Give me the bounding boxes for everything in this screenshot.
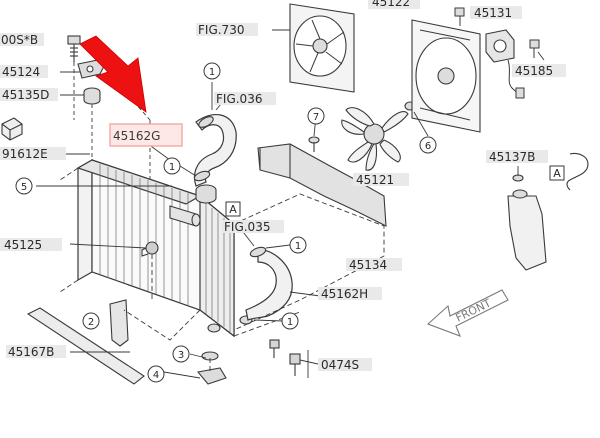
lower-bracket: [109, 299, 129, 347]
fig-label-035: FIG.035: [224, 220, 270, 234]
part-label-00s-b: 00S*B: [1, 33, 38, 47]
reservoir-tank: [507, 189, 547, 271]
callout-1-hose: 1: [169, 162, 175, 173]
fan-shroud-right: [411, 19, 481, 133]
bracket-part: [77, 59, 105, 79]
callout-1-bottom: 1: [287, 317, 293, 328]
callout-3: 3: [178, 350, 184, 361]
part-label-45125: 45125: [4, 238, 42, 252]
part-label-45162h: 45162H: [321, 287, 368, 301]
callout-2: 2: [88, 317, 94, 328]
part-label-45167b: 45167B: [8, 345, 54, 359]
clip-part: [1, 117, 23, 141]
bolts-0474s: [269, 339, 301, 376]
ref-a-left: A: [229, 203, 237, 216]
fig-label-036: FIG.036: [216, 92, 262, 106]
front-label: FRONT: [454, 296, 494, 324]
upper-outlet-pipe: [169, 205, 201, 227]
part-label-45124: 45124: [2, 65, 40, 79]
part-label-0474s: 0474S: [321, 358, 359, 372]
radiator-fins: [99, 164, 231, 332]
part-label-45185: 45185: [515, 64, 553, 78]
fan-shroud-center: [289, 3, 355, 93]
upper-hose: [193, 114, 237, 187]
leader-lines: [36, 29, 545, 379]
label-backgrounds: [0, 0, 566, 371]
callout-1-lower: 1: [295, 241, 301, 252]
lower-hose: [245, 249, 293, 321]
fan-motor: [485, 29, 515, 63]
part-label-45134: 45134: [349, 258, 387, 272]
ref-a-right: A: [553, 167, 561, 180]
cushion-part: [83, 87, 101, 105]
callout-6: 6: [425, 141, 431, 152]
callout-circles: [15, 62, 437, 383]
hose-clamp-lower: [249, 246, 267, 258]
callout-1-top: 1: [209, 67, 215, 78]
front-direction-arrow: [426, 289, 509, 337]
part-label-45137b: 45137B: [489, 150, 535, 164]
callout-7: 7: [313, 112, 319, 123]
callout-4: 4: [153, 370, 159, 381]
part-label-45131: 45131: [474, 6, 512, 20]
radiator-cap: [195, 184, 217, 204]
bolt-top-right: [454, 7, 540, 58]
part-label-45162g: 45162G: [113, 129, 160, 143]
bolt-part: [67, 35, 81, 62]
fan-blade: [341, 107, 409, 171]
highlight-box: [109, 123, 183, 147]
hose-clamp: [193, 116, 214, 182]
air-guide-duct: [257, 143, 387, 227]
reference-boxes: [225, 165, 565, 217]
part-label-45135d: 45135D: [2, 88, 49, 102]
callout-5: 5: [21, 182, 27, 193]
seal-strip: [26, 307, 145, 385]
part-label-91612e: 91612E: [2, 147, 48, 161]
part-label-45122: 45122: [372, 0, 410, 9]
fan-connector: [507, 59, 525, 99]
fig-label-730: FIG.730: [198, 23, 244, 37]
part-label-45121: 45121: [356, 173, 394, 187]
radiator-core: [76, 158, 235, 338]
screw-part: [308, 136, 320, 152]
red-pointer-arrow: [79, 35, 147, 113]
